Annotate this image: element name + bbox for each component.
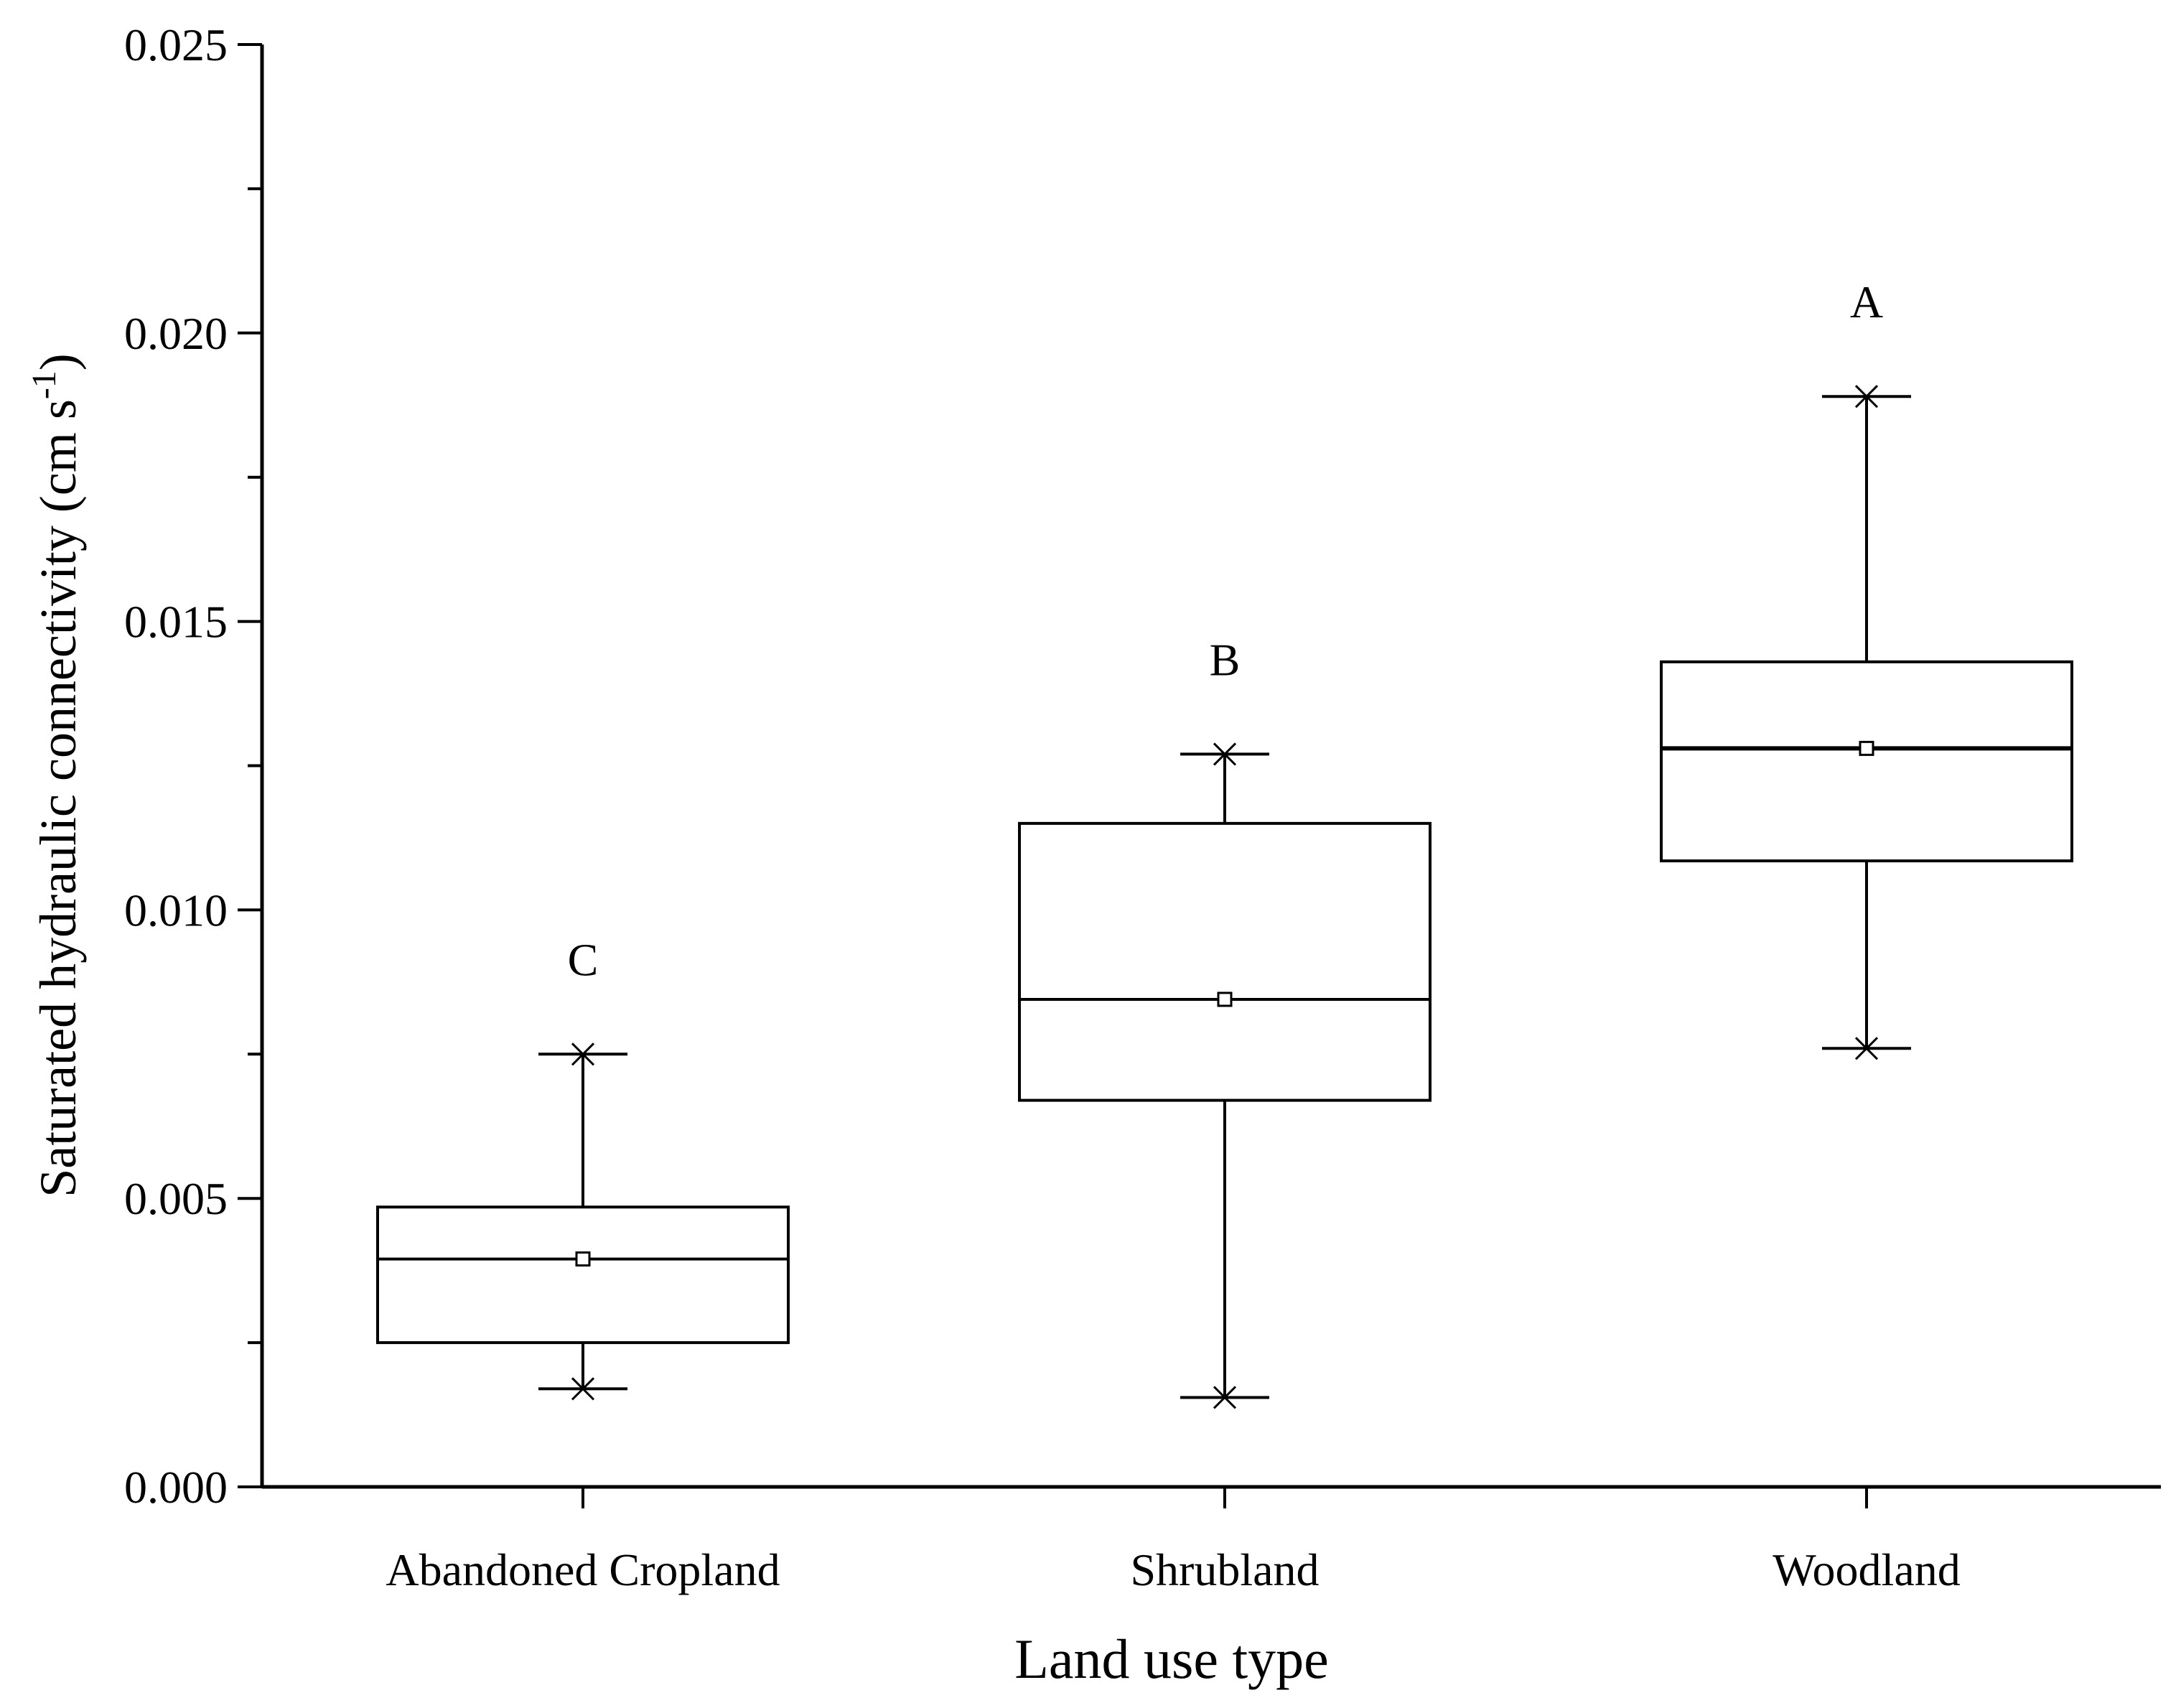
y-tick-label: 0.025	[124, 19, 228, 70]
significance-letter: B	[1210, 634, 1241, 685]
x-axis-title: Land use type	[1014, 1628, 1329, 1690]
significance-letter: C	[568, 934, 599, 985]
box-abandoned-cropland: C	[376, 934, 790, 1401]
box-shrubland: B	[1018, 634, 1432, 1409]
min-marker	[571, 1377, 595, 1401]
max-marker	[1854, 385, 1879, 409]
x-tick-label: Woodland	[1773, 1544, 1960, 1595]
iqr-box	[1018, 821, 1432, 1102]
labels: Land use type Saturated hydraulic connec…	[25, 353, 1329, 1690]
mean-marker	[575, 1251, 591, 1267]
y-tick-label: 0.000	[124, 1462, 228, 1513]
mean-marker	[1859, 740, 1874, 756]
y-axis-title-close: )	[29, 353, 87, 370]
significance-letter: A	[1850, 276, 1883, 327]
iqr-box	[376, 1205, 790, 1345]
x-tick-label: Abandoned Cropland	[386, 1544, 780, 1595]
max-marker	[571, 1042, 595, 1066]
y-tick-label: 0.010	[124, 885, 228, 935]
y-axis-title-superscript: -1	[25, 370, 63, 399]
y-tick-label: 0.015	[124, 597, 228, 648]
x-tick-label: Shrubland	[1130, 1544, 1319, 1595]
min-marker	[1854, 1037, 1879, 1060]
y-tick-label: 0.005	[124, 1173, 228, 1224]
box-woodland: A	[1660, 276, 2073, 1060]
box-series: C B A	[376, 276, 2073, 1409]
mean-marker	[1217, 991, 1233, 1007]
min-marker	[1213, 1386, 1237, 1409]
y-axis-title-main: Saturated hydraulic connectivity (cm s	[29, 399, 87, 1198]
axes: 0.000 0.005 0.010 0.015 0.020 0.025Abandoned …	[124, 19, 2161, 1595]
iqr-box	[1660, 660, 2073, 863]
y-tick-label: 0.020	[124, 308, 228, 359]
max-marker	[1213, 742, 1237, 766]
y-axis-title: Saturated hydraulic connectivity (cm s-1…	[25, 353, 87, 1198]
